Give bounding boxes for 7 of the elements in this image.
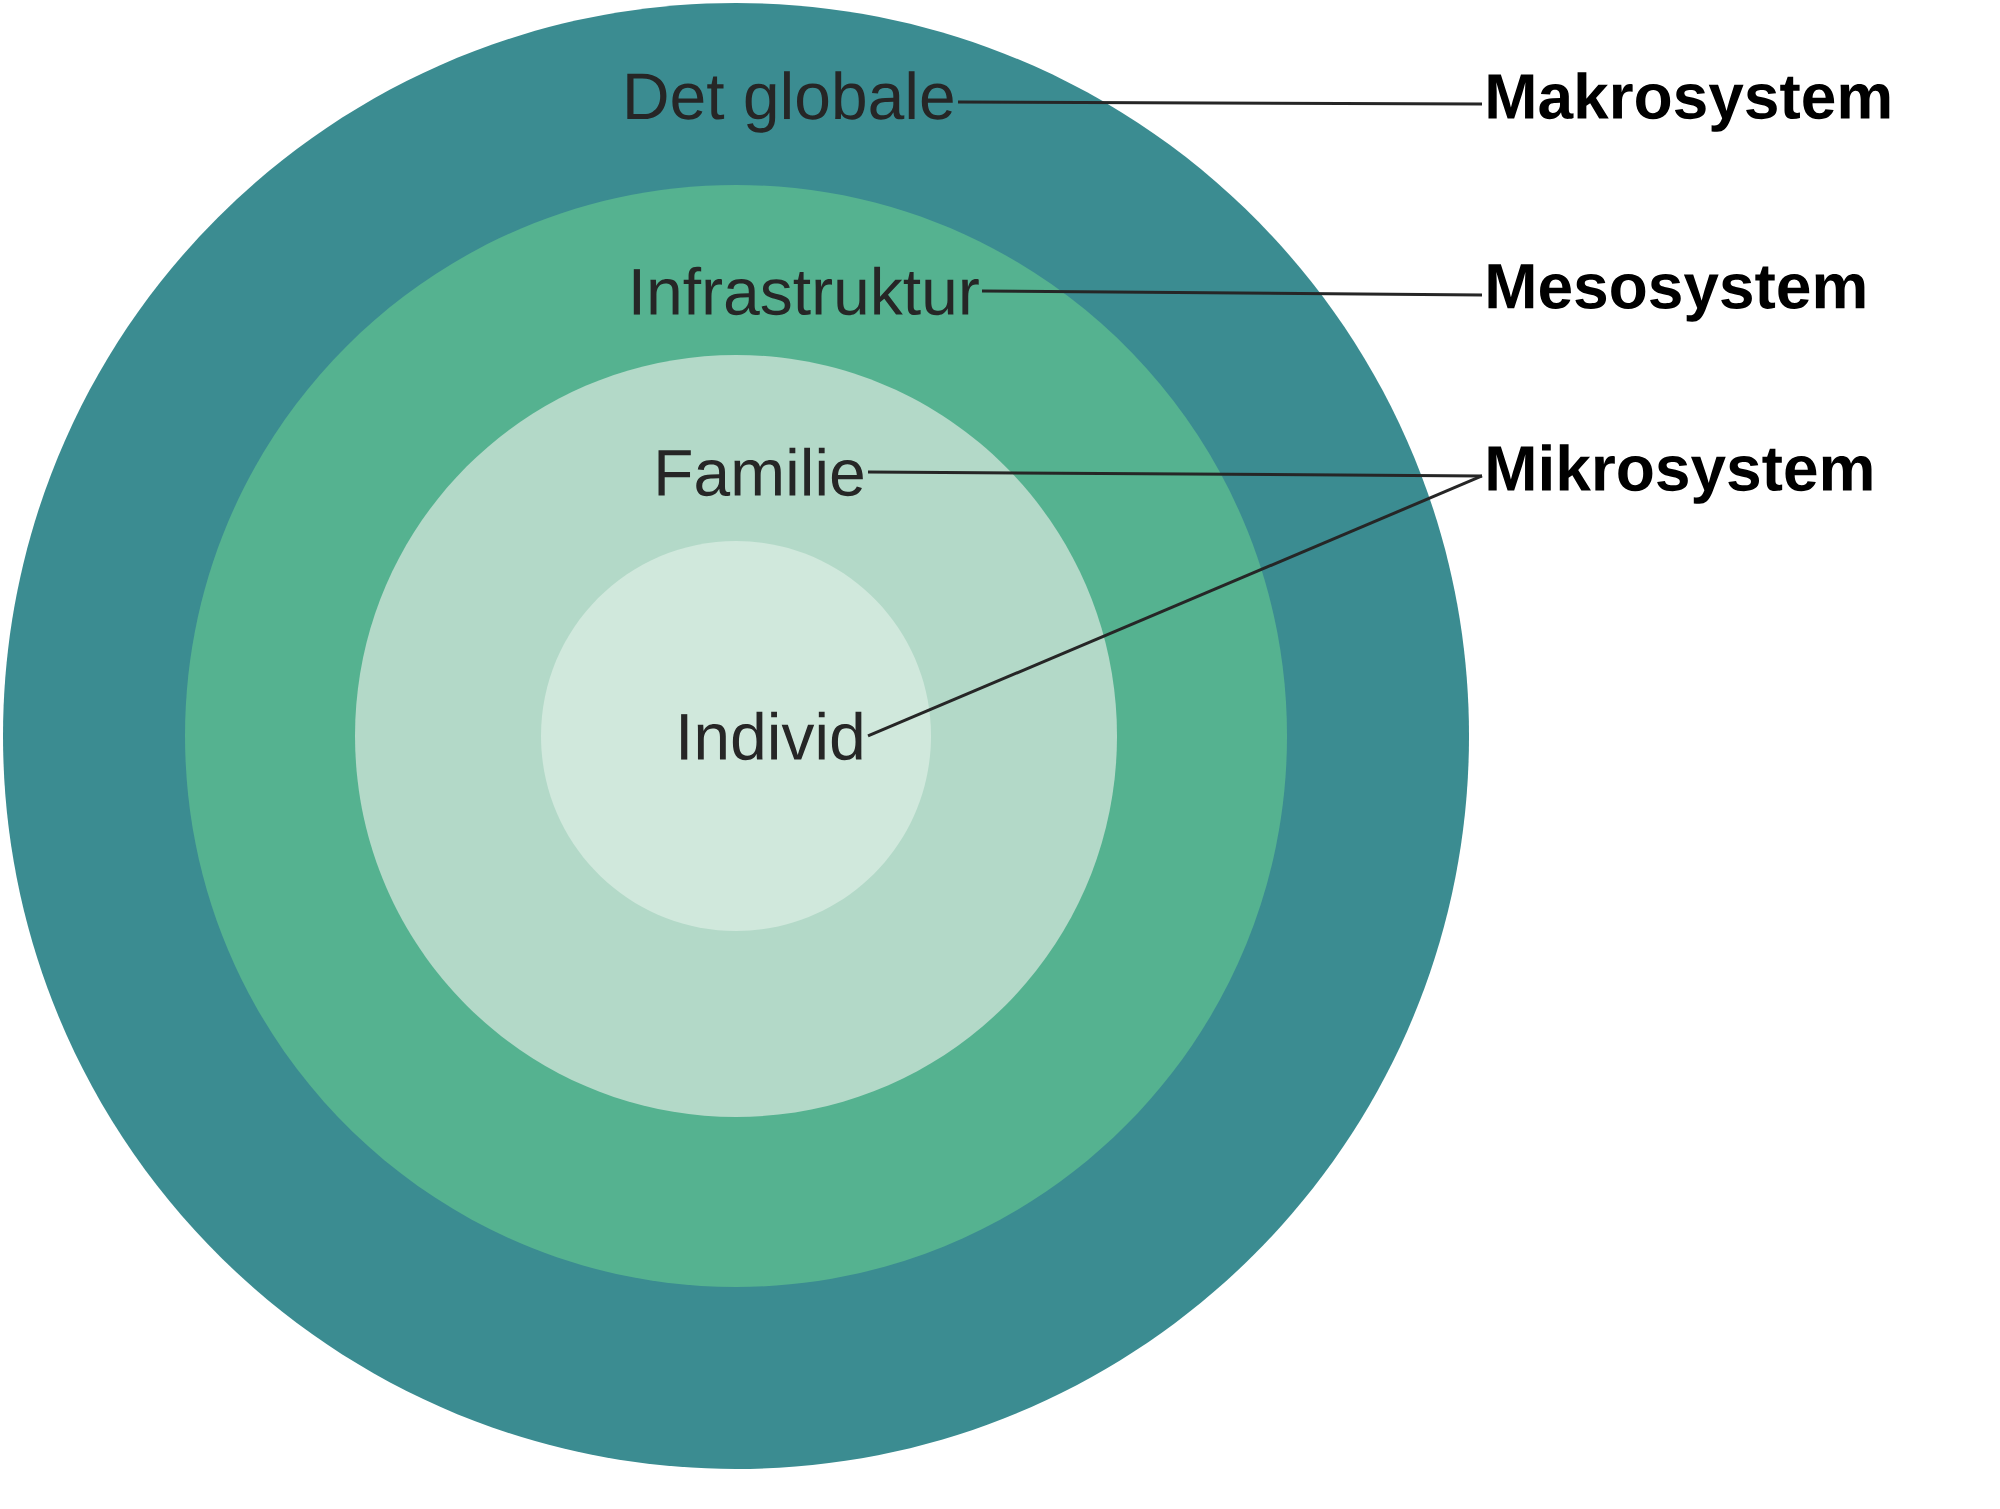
leader-line xyxy=(867,474,1483,738)
system-label: Makrosystem xyxy=(1488,72,1890,132)
system-label: Mikrosystem xyxy=(1488,444,1872,504)
leader-line xyxy=(958,100,1482,106)
system-label: Mesosystem xyxy=(1488,264,1865,322)
leader-line xyxy=(982,289,1483,297)
leader-line xyxy=(868,470,1482,478)
